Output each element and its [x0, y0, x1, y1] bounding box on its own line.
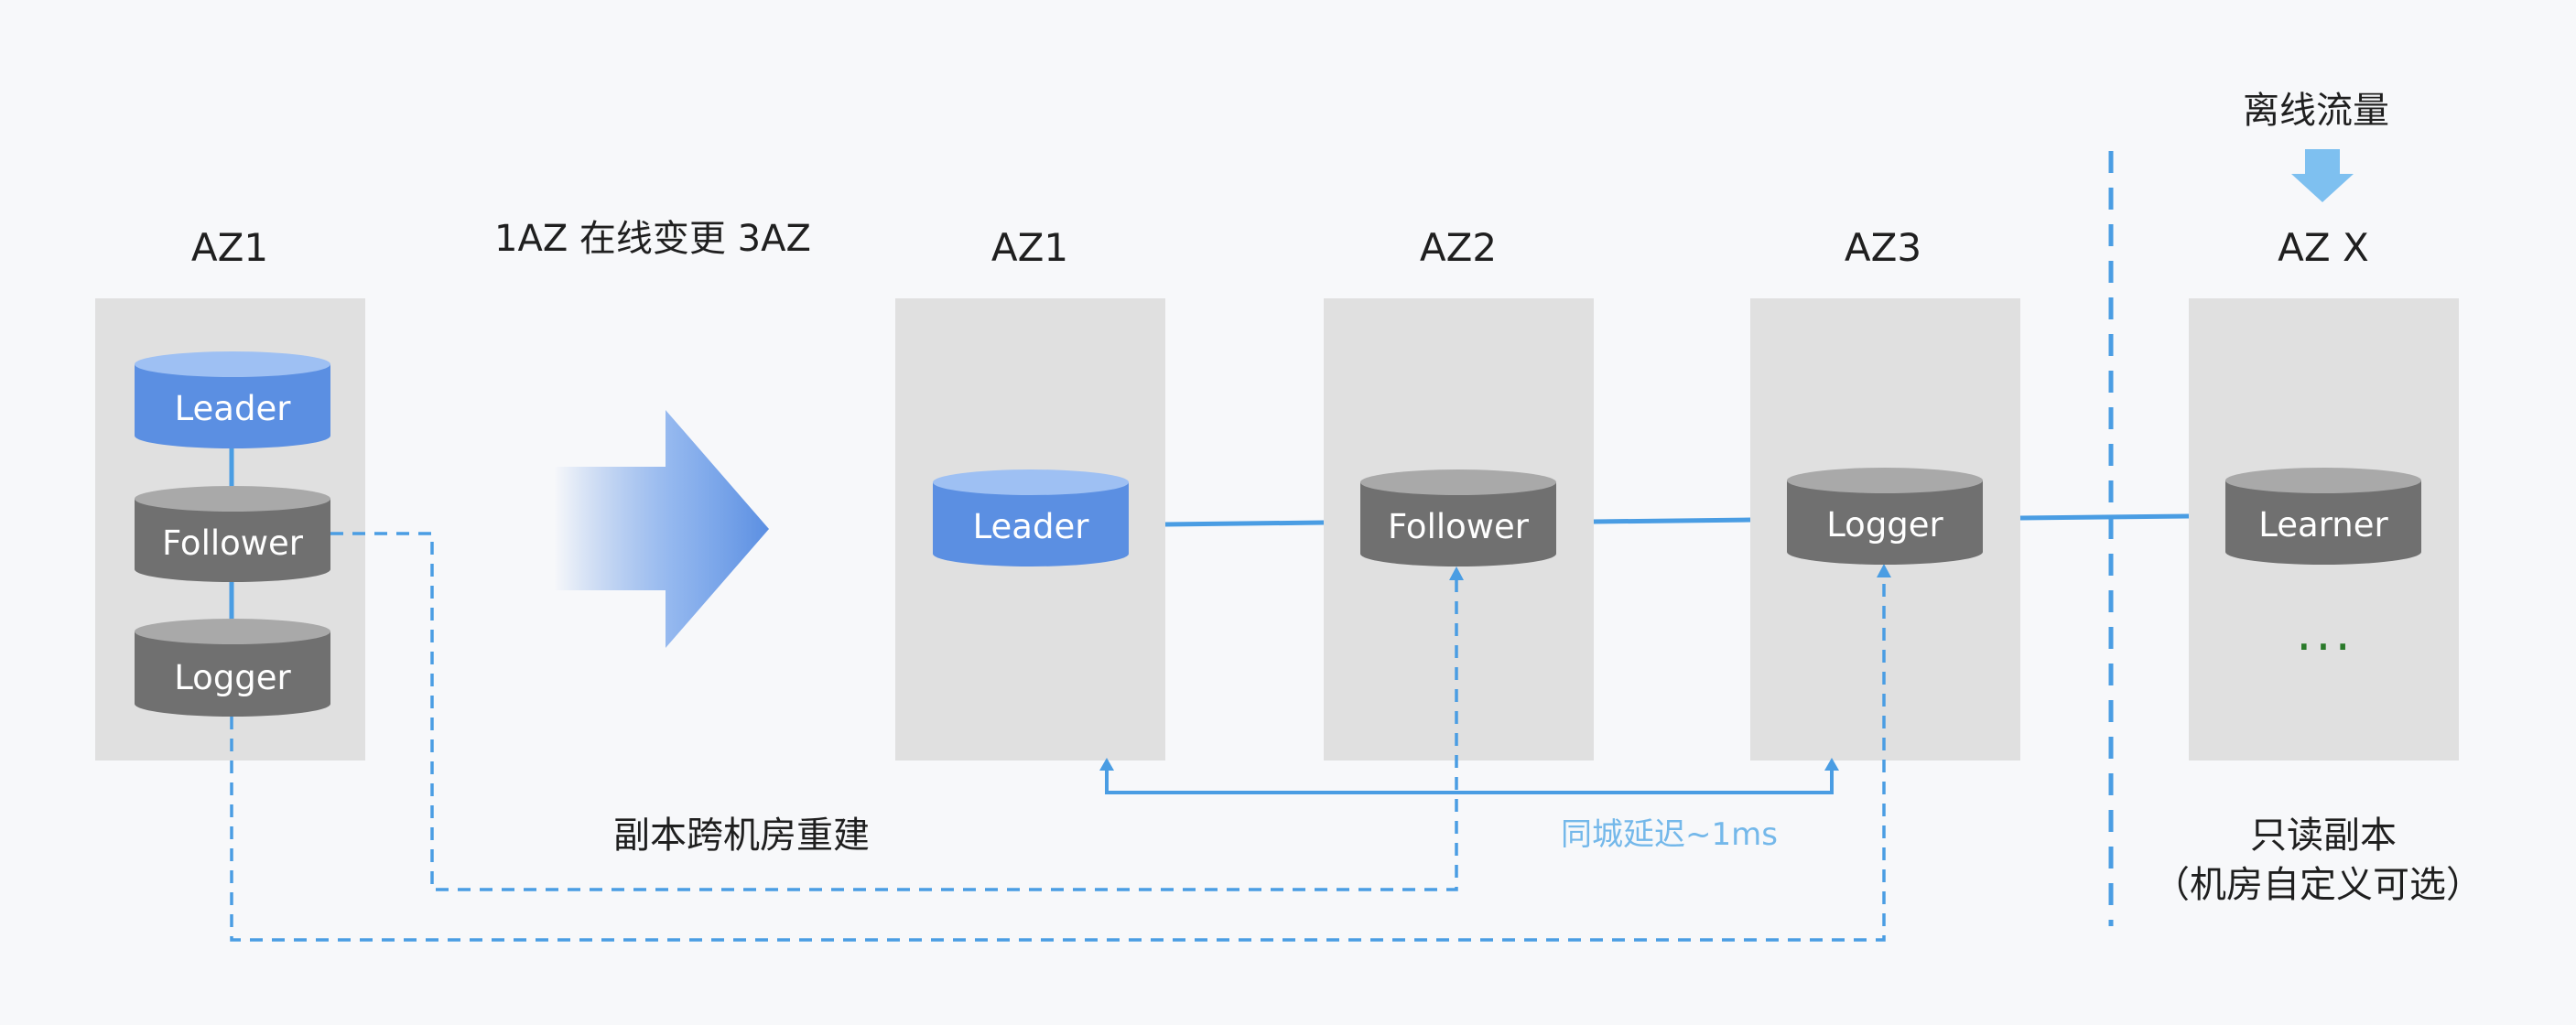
node-az3-logger: Logger	[1787, 480, 1983, 565]
latency-arrowhead-left	[1099, 758, 1114, 771]
link-leader-follower	[1164, 520, 1325, 527]
readonly-caption-line1: 只读副本	[2250, 815, 2397, 857]
rebuild-route-follower	[330, 532, 1458, 891]
db-cylinder-left-leader-icon	[135, 351, 330, 448]
node-left-follower: Follower	[135, 499, 330, 583]
node-az2-follower: Follower	[1360, 482, 1556, 566]
node-left-logger-label: Logger	[174, 658, 291, 697]
node-left-logger: Logger	[135, 631, 330, 716]
rebuild-route-logger	[230, 569, 1886, 942]
node-az3-logger-label: Logger	[1826, 505, 1943, 545]
link-follower-logger	[1593, 517, 1751, 524]
latency-label: 同城延迟~1ms	[1561, 816, 1778, 853]
db-cylinder-left-follower-icon	[135, 486, 330, 582]
az-title-left: AZ1	[190, 225, 269, 270]
node-az1-leader-label: Leader	[972, 507, 1089, 546]
az-title-azx: AZ X	[2278, 225, 2369, 270]
offline-traffic-arrow-icon	[2291, 149, 2354, 202]
db-cylinder-azx-learner-icon	[2225, 468, 2421, 565]
db-cylinder-az3-logger-icon	[1787, 468, 1983, 565]
rebuild-arrowhead-follower	[1449, 566, 1464, 580]
transition-label: 1AZ 在线变更 3AZ	[494, 218, 811, 260]
node-left-leader: Leader	[135, 364, 330, 448]
more-replicas-ellipsis: ...	[2296, 604, 2354, 662]
node-az1-leader: Leader	[933, 482, 1129, 566]
node-azx-learner: Learner	[2225, 480, 2421, 565]
latency-arrowhead-right	[1824, 758, 1839, 771]
az-title-az2: AZ2	[1419, 225, 1498, 270]
az-title-az1: AZ1	[990, 225, 1069, 270]
db-cylinder-left-logger-icon	[135, 619, 330, 717]
offline-traffic-label: 离线流量	[2243, 90, 2389, 132]
node-az2-follower-label: Follower	[1387, 507, 1530, 546]
node-left-leader-label: Leader	[174, 389, 291, 428]
node-left-follower-label: Follower	[161, 523, 304, 563]
db-cylinder-az2-follower-icon	[1360, 469, 1556, 566]
db-cylinder-az1-leader-icon	[933, 469, 1129, 566]
rebuild-label: 副本跨机房重建	[613, 815, 870, 857]
rebuild-arrowhead-logger	[1877, 564, 1891, 577]
link-logger-learner	[2019, 513, 2190, 521]
transition-arrow-icon	[554, 410, 769, 648]
node-azx-learner-label: Learner	[2258, 505, 2388, 545]
readonly-caption-line2: （机房自定义可选）	[2153, 864, 2483, 906]
latency-bracket	[1105, 767, 1834, 794]
az-title-az3: AZ3	[1844, 225, 1922, 270]
